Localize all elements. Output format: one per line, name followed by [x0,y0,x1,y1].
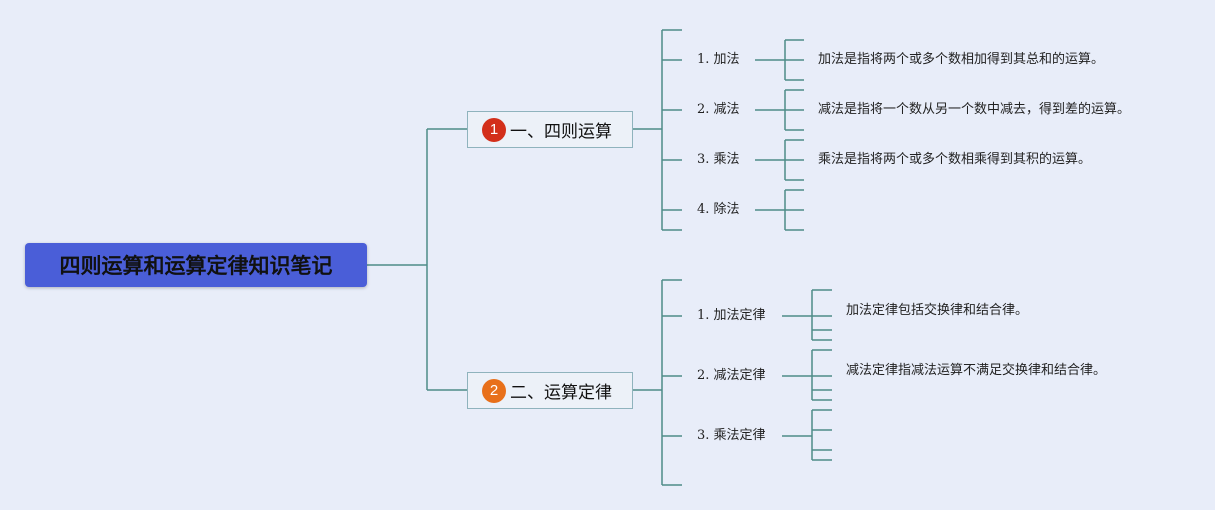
description-text: 加法定律包括交换律和结合律。 [846,303,1029,318]
description-addition-law[interactable]: 加法定律包括交换律和结合律。 [846,303,1028,319]
description-text: 加法是指将两个或多个数相加得到其总和的运算。 [818,52,1105,67]
root-node[interactable]: 四则运算和运算定律知识笔记 [25,243,367,287]
description-text: 减法定律指减法运算不满足交换律和结合律。 [846,363,1107,378]
description-subtraction-law[interactable]: 减法定律指减法运算不满足交换律和结合律。 [846,363,1106,379]
branch-label: 一、四则运算 [510,122,612,142]
leaf-label: 4. 除法 [697,202,740,217]
number-badge-2: 2 [482,378,506,403]
leaf-label: 2. 减法 [697,102,740,117]
branch-label: 二、运算定律 [510,383,612,403]
leaf-node-subtraction-law[interactable]: 2. 减法定律 [697,368,766,384]
leaf-node-multiplication-law[interactable]: 3. 乘法定律 [697,428,766,444]
root-label: 四则运算和运算定律知识笔记 [59,254,333,278]
leaf-node-addition-law[interactable]: 1. 加法定律 [697,308,766,324]
leaf-node-addition[interactable]: 1. 加法 [697,52,740,68]
leaf-node-division[interactable]: 4. 除法 [697,202,740,218]
leaf-label: 1. 加法 [697,52,740,67]
leaf-label: 2. 减法定律 [697,368,766,383]
branch-node-laws[interactable]: 2 二、运算定律 [467,372,633,409]
description-multiplication[interactable]: 乘法是指将两个或多个数相乘得到其积的运算。 [818,152,1091,168]
number-badge-1: 1 [482,117,506,142]
leaf-node-multiplication[interactable]: 3. 乘法 [697,152,740,168]
description-text: 乘法是指将两个或多个数相乘得到其积的运算。 [818,152,1092,167]
description-addition[interactable]: 加法是指将两个或多个数相加得到其总和的运算。 [818,52,1104,68]
description-subtraction[interactable]: 减法是指将一个数从另一个数中减去，得到差的运算。 [818,102,1130,118]
leaf-label: 3. 乘法 [697,152,740,167]
branch-node-arithmetic[interactable]: 1 一、四则运算 [467,111,633,148]
leaf-label: 3. 乘法定律 [697,428,766,443]
leaf-node-subtraction[interactable]: 2. 减法 [697,102,740,118]
description-text: 减法是指将一个数从另一个数中减去，得到差的运算。 [818,102,1131,117]
leaf-label: 1. 加法定律 [697,308,766,323]
